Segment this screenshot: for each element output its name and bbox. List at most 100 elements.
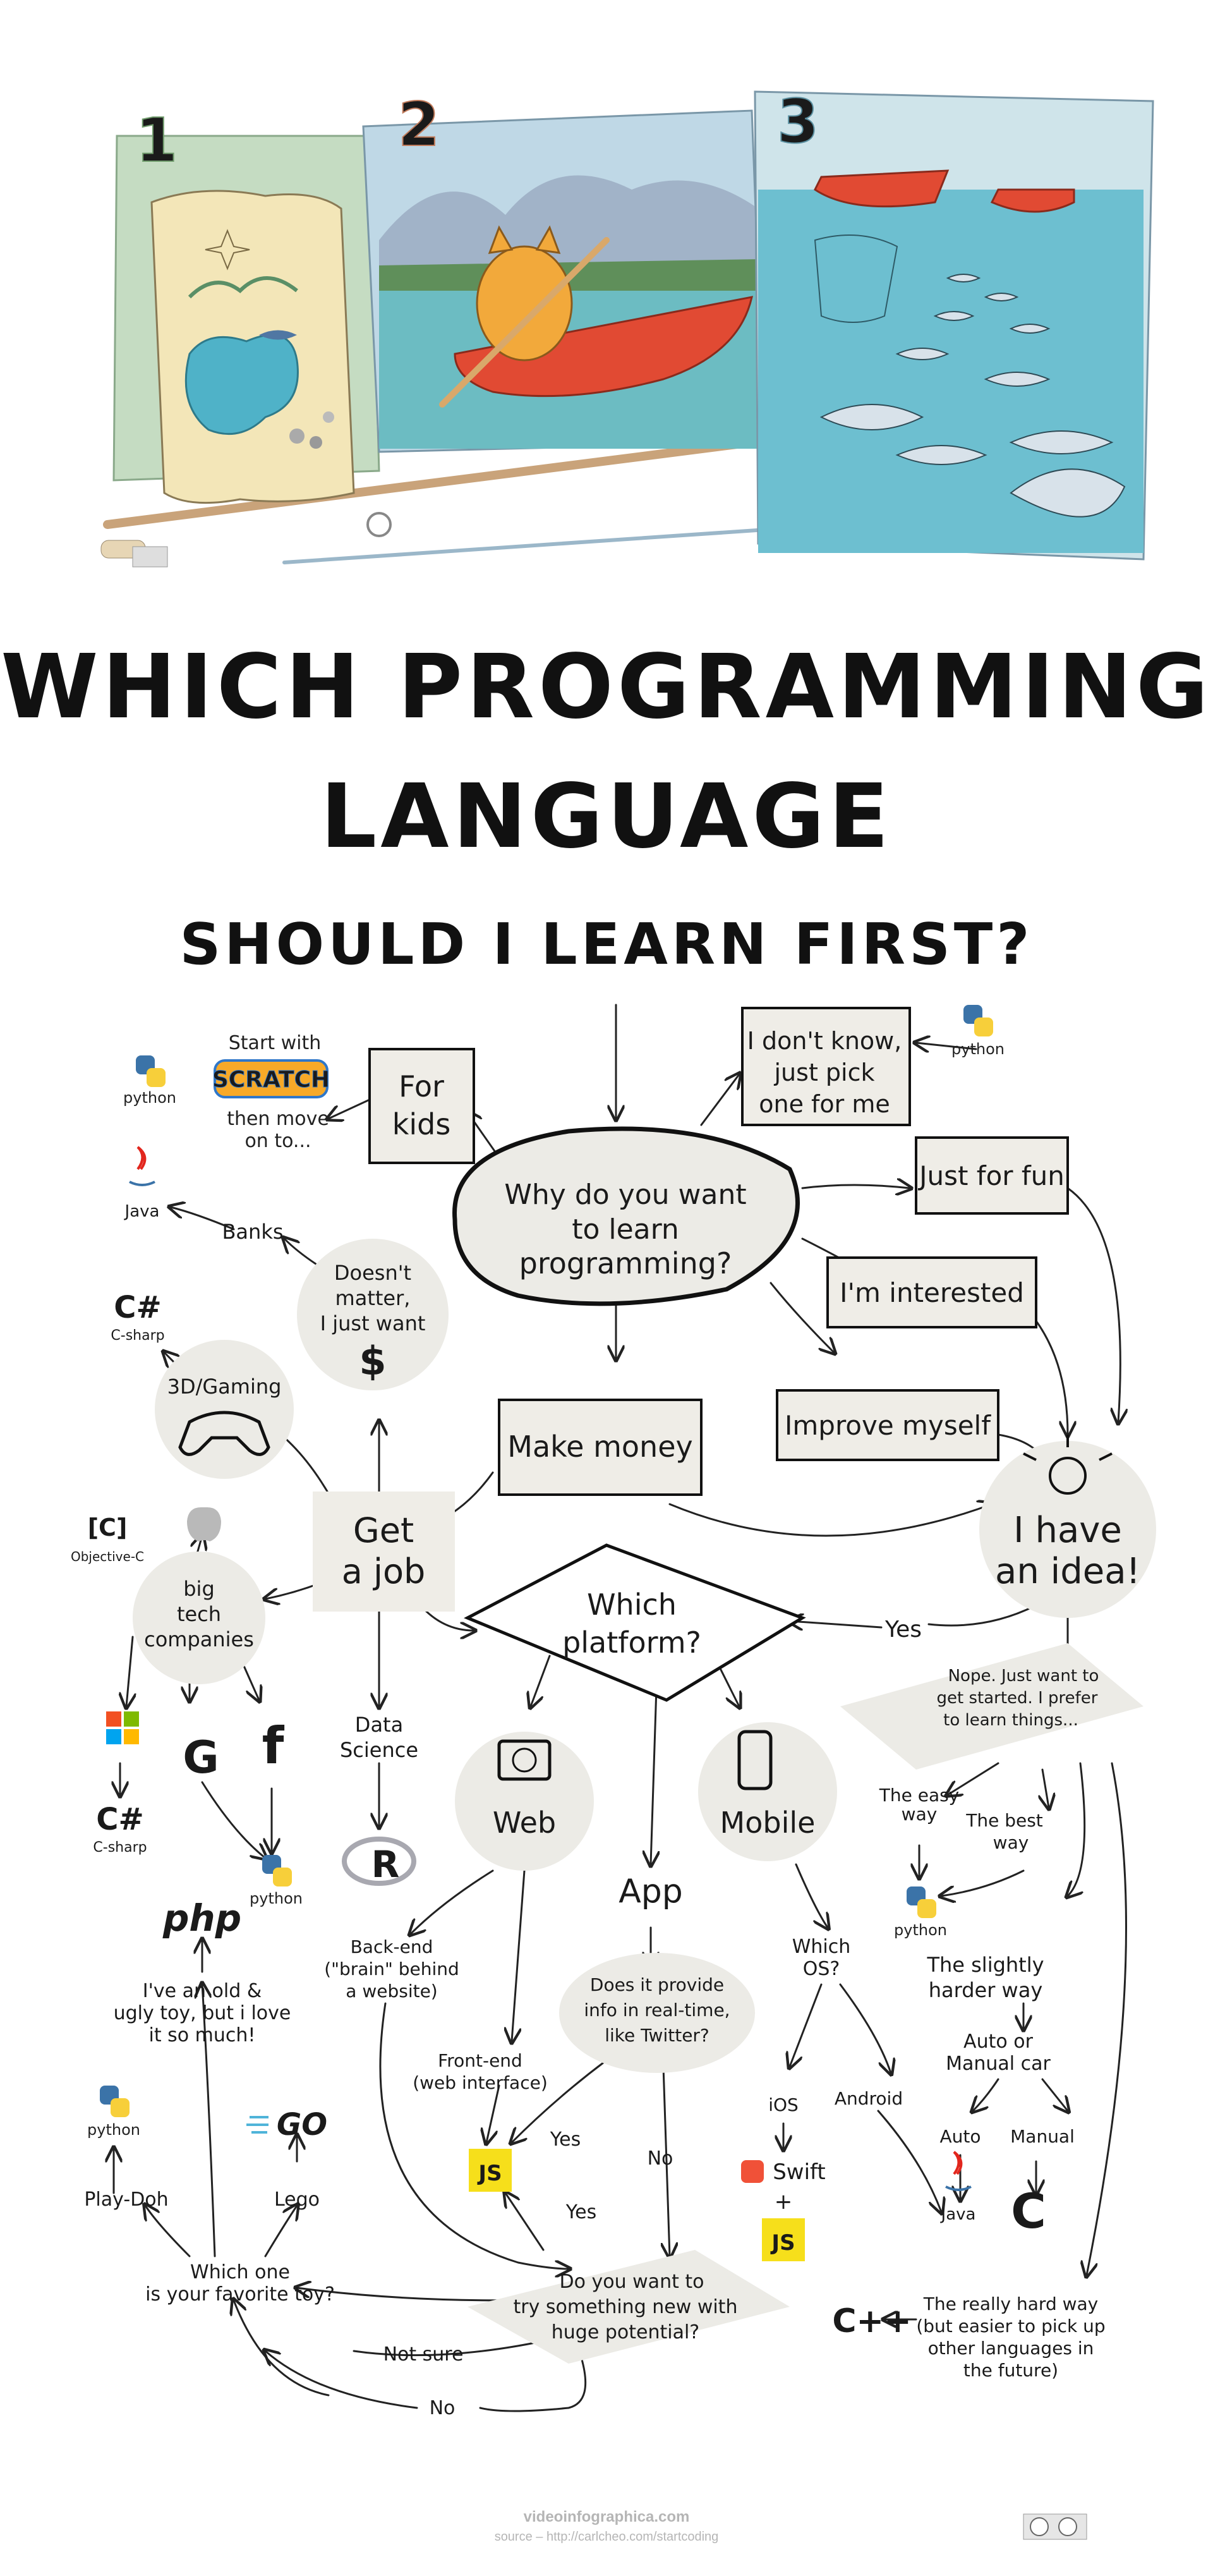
manual-label: Manual — [1010, 2126, 1075, 2147]
backend-line-1: Back-end — [351, 1936, 433, 1957]
illustration-header: 1 2 3 — [100, 87, 1154, 568]
js-label: JS — [477, 2161, 502, 2186]
js-label: JS — [770, 2230, 795, 2256]
easy-way-line-2: way — [902, 1804, 938, 1825]
footer-source: source – http://carlcheo.com/startcoding — [495, 2530, 719, 2544]
make-money-node: Make money — [498, 1399, 703, 1496]
data-science-line-2: Science — [340, 1738, 418, 1762]
mobile-node: Mobile — [698, 1722, 837, 1861]
title-line-2: LANGUAGE — [320, 765, 893, 868]
doesnt-matter-line-1: Doesn't — [334, 1261, 411, 1285]
paddle-icon — [439, 237, 610, 408]
banks-label: Banks — [222, 1220, 283, 1244]
panel-2-cat-boat: 2 — [362, 90, 766, 453]
title-block: WHICH PROGRAMMING LANGUAGE SHOULD I LEAR… — [1, 636, 1209, 978]
dollar-icon: $ — [359, 1338, 386, 1384]
start-with-text: Start with — [229, 1032, 321, 1054]
dont-know-line-2: just pick — [774, 1059, 875, 1086]
google-icon: G — [183, 1732, 219, 1783]
why-line-2: to learn — [572, 1213, 679, 1246]
java-logo-auto: Java — [940, 2151, 976, 2224]
compass-icon — [205, 229, 250, 270]
swift-label: Swift — [773, 2160, 826, 2185]
doesnt-matter-line-2: matter, — [335, 1286, 411, 1310]
try-new-line-2: try something new with — [514, 2296, 738, 2318]
realtime-node: Does it provide info in real-time, like … — [559, 1953, 755, 2073]
csharp-logo-windows: C# C-sharp — [93, 1802, 147, 1856]
realtime-line-1: Does it provide — [590, 1974, 724, 1995]
app-label: App — [619, 1873, 683, 1911]
android-label: Android — [835, 2088, 903, 2109]
nope-line-1: Nope. Just want to — [948, 1667, 1099, 1686]
nope-node: Nope. Just want to get started. I prefer… — [840, 1643, 1144, 1770]
interested-label: I'm interested — [840, 1277, 1024, 1308]
python-logo-kids: python — [123, 1055, 176, 1107]
big-tech-line-2: tech — [177, 1602, 221, 1626]
best-way-line-2: way — [993, 1832, 1029, 1853]
web-node: Web — [455, 1732, 594, 1871]
nope-line-2: get started. I prefer — [937, 1689, 1098, 1708]
best-way-line-1: The best — [965, 1810, 1043, 1831]
js-logo-web: JS — [469, 2149, 512, 2192]
scratch-logo-text: SCRATCH — [212, 1067, 330, 1093]
get-job-line-2: a job — [342, 1552, 426, 1591]
box-icon — [132, 546, 168, 568]
get-job-line-1: Get — [353, 1510, 414, 1550]
frontend-line-1: Front-end — [438, 2050, 522, 2071]
get-job-node: Get a job — [313, 1492, 455, 1612]
have-idea-line-1: I have — [1013, 1510, 1122, 1551]
oar-shaft — [103, 438, 756, 529]
then-move-line-1: then move — [227, 1108, 329, 1130]
for-kids-line-2: kids — [392, 1107, 451, 1141]
dont-know-node: I don't know, just pick one for me — [741, 1007, 911, 1126]
have-idea-node: I have an idea! — [979, 1435, 1156, 1618]
just-for-fun-node: Just for fun — [915, 1136, 1069, 1215]
map-lake — [184, 334, 299, 435]
which-os-line-2: OS? — [803, 1958, 840, 1980]
fishing-rod-icon — [282, 523, 842, 564]
gamepad-icon — [178, 1411, 270, 1456]
auto-manual-line-2: Manual car — [946, 2053, 1051, 2075]
cc-license-icon — [1023, 2513, 1087, 2540]
auto-manual-line-1: Auto or — [963, 2031, 1034, 2053]
scratch-logo-icon — [214, 1059, 329, 1098]
panel-3-fishing: 3 — [754, 87, 1154, 561]
why-line-1: Why do you want — [504, 1179, 746, 1211]
try-yes-label: Yes — [565, 2201, 596, 2223]
panel-number-2: 2 — [398, 90, 440, 160]
windows-icon — [106, 1711, 139, 1744]
python-label: python — [951, 1040, 1005, 1058]
red-boat-2 — [814, 169, 950, 208]
old-toy-line-3: it so much! — [149, 2024, 256, 2046]
java-logo-banks: Java — [124, 1146, 159, 1221]
try-no-label: No — [430, 2397, 456, 2419]
improve-node: Improve myself — [776, 1389, 999, 1461]
which-platform-line-2: platform? — [562, 1625, 701, 1660]
python-logo-bigtech: python — [250, 1855, 303, 1907]
for-kids-node: For kids — [368, 1048, 475, 1164]
old-toy-line-1: I've an old & — [143, 1980, 262, 2002]
which-platform-node: Which platform? — [464, 1543, 806, 1702]
hard-way-line-1: The really hard way — [923, 2293, 1099, 2314]
php-logo: php — [162, 1897, 241, 1940]
hard-way-line-4: the future) — [963, 2360, 1058, 2381]
python-label: python — [87, 2121, 140, 2139]
java-label: Java — [940, 2205, 976, 2224]
realtime-no-label: No — [648, 2148, 673, 2170]
data-science-line-1: Data — [355, 1713, 403, 1737]
fav-toy-line-2: is your favorite toy? — [145, 2283, 335, 2306]
hard-way-line-2: (but easier to pick up — [916, 2316, 1105, 2336]
csharp-sub-label: C-sharp — [111, 1328, 164, 1344]
r-logo: R — [342, 1837, 416, 1886]
harder-way-line-2: harder way — [929, 1978, 1043, 2002]
panel-1-map: 1 — [112, 106, 380, 504]
python-label: python — [123, 1089, 176, 1107]
apple-icon — [187, 1507, 221, 1541]
frontend-line-2: (web interface) — [413, 2072, 548, 2093]
nope-line-3: to learn things... — [943, 1711, 1078, 1730]
realtime-line-3: like Twitter? — [605, 2025, 709, 2046]
python-logo-dont-know: python — [951, 1005, 1005, 1058]
scratch-node: Start with SCRATCH then move on to... — [212, 1032, 330, 1152]
easy-way-line-1: The easy — [879, 1785, 960, 1806]
